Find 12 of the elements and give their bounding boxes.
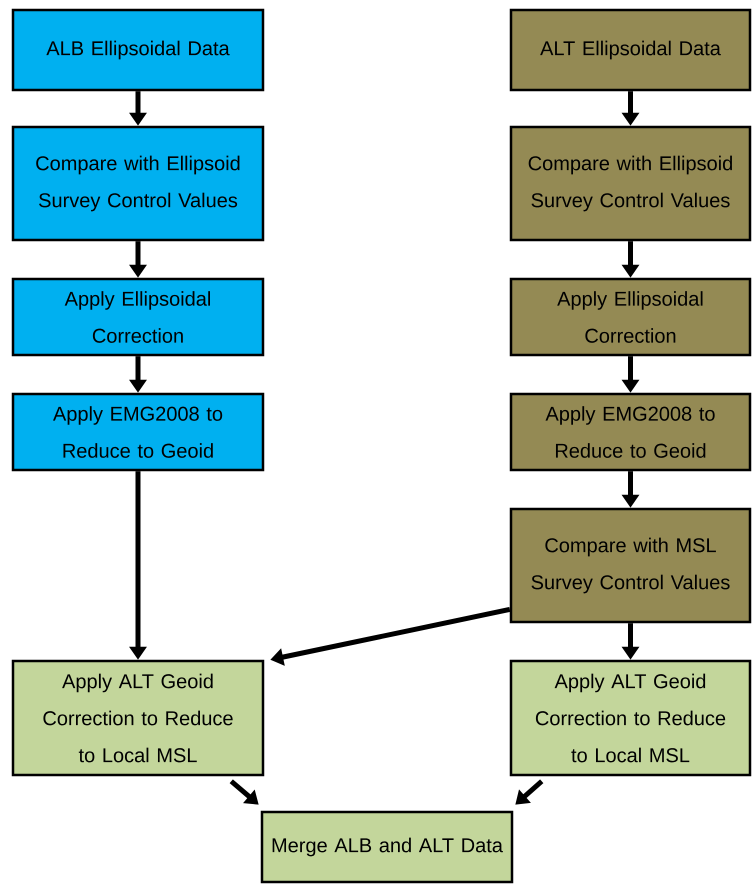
process-box: Compare with MSL Survey Control Values (510, 508, 752, 624)
process-box: Compare with Ellipsoid Survey Control Values (12, 126, 264, 242)
process-box: Apply Ellipsoidal Correction (510, 278, 752, 356)
process-box: Apply EMG2008 to Reduce to Geoid (510, 392, 752, 472)
process-box: Merge ALB and ALT Data (260, 810, 514, 884)
process-box: Apply EMG2008 to Reduce to Geoid (12, 392, 264, 472)
process-box: Apply Ellipsoidal Correction (12, 278, 264, 356)
process-box: Compare with Ellipsoid Survey Control Values (510, 126, 752, 242)
process-box: Apply ALT Geoid Correction to Reduce to Local MSL (510, 660, 752, 776)
process-box: ALB Ellipsoidal Data (12, 8, 264, 92)
process-box: Apply ALT Geoid Correction to Reduce to Local MSL (12, 660, 264, 776)
process-box: ALT Ellipsoidal Data (510, 8, 752, 92)
